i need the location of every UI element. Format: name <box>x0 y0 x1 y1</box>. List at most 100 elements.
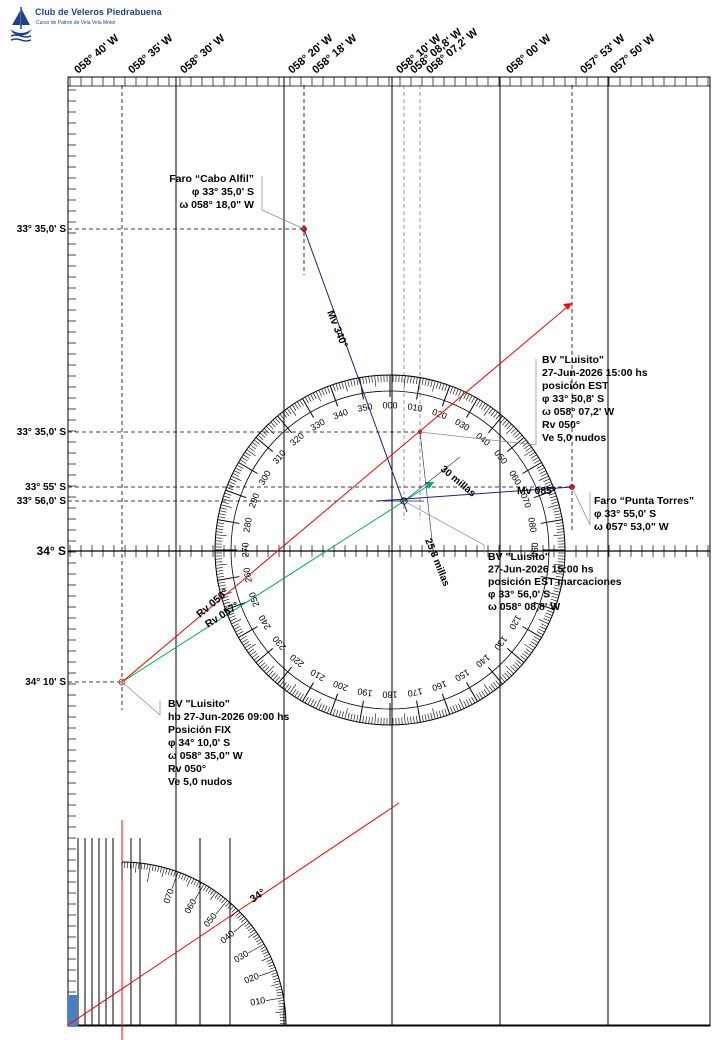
rose-label-260: 260 <box>241 567 253 584</box>
leader-fix <box>121 681 161 716</box>
rose-label-270: 270 <box>240 542 250 557</box>
rose-label-080: 080 <box>526 517 538 534</box>
longitude-label-2: 058° 30' W <box>178 32 228 76</box>
course-name: Curso de Patron de Vela Vela Motor <box>36 20 116 26</box>
protractor-rose: 0000100200300400500600700800901301201401… <box>214 374 566 726</box>
leader-cabo <box>261 176 305 230</box>
est-marcaciones-line-0: BV "Luisito" <box>488 551 550 563</box>
lower-rose-label-040: 040 <box>218 928 236 945</box>
distance-line-258 <box>419 431 433 541</box>
cabo-alfil-line-1: φ 33° 35,0' S <box>192 186 254 198</box>
rose-label-300: 300 <box>257 469 273 487</box>
latitude-label-3: 33° 56,0' S <box>17 496 67 507</box>
label-30-millas: 30 millas <box>438 464 478 500</box>
dashed-references <box>68 85 573 710</box>
rose-label-350: 350 <box>357 401 374 413</box>
fix-position-line-3: φ 34° 10,0' S <box>168 737 230 749</box>
rose-label-340: 340 <box>332 407 350 422</box>
latitude-label-2: 33° 55' S <box>25 482 66 493</box>
fix-position-line-4: ω 058° 35,0" W <box>168 750 243 762</box>
est-position-line-4: ω 058° 07,2' W <box>542 406 614 418</box>
rose-label-120: 120 <box>507 613 523 631</box>
rose-label-060: 060 <box>507 469 523 487</box>
current-line-rv057 <box>121 481 435 683</box>
current-arrow <box>425 482 434 489</box>
cabo-alfil-line-2: ω 058° 18,0" W <box>179 199 254 211</box>
latitude-label-1: 33° 35,0' S <box>17 427 67 438</box>
rose-label-330: 330 <box>309 417 327 433</box>
fix-marker <box>118 678 126 686</box>
label-258-millas: 25,8 millas <box>422 537 451 588</box>
rose-label-140: 140 <box>474 652 492 669</box>
longitude-label-8: 058° 00' W <box>504 32 554 76</box>
latitude-label-0: 33° 35,0' S <box>17 224 67 235</box>
est-marcaciones-line-1: 27-Jun-2026 15:00 hs <box>488 564 594 576</box>
distance-line-30 <box>403 456 461 502</box>
punta-torres-line-0: Faro “Punta Torres” <box>594 495 694 507</box>
rose-label-190: 190 <box>357 686 374 698</box>
rose-label-320: 320 <box>288 431 306 448</box>
est-marcaciones-line-4: ω 058° 08,8' W <box>488 601 560 613</box>
lower-rose-label-060: 060 <box>182 897 198 915</box>
label-mv340: Mv 340° <box>324 309 350 350</box>
rose-label-130: 130 <box>492 634 509 652</box>
top-tick-band <box>68 77 710 87</box>
rose-label-280: 280 <box>241 517 253 534</box>
rose-label-070: 070 <box>519 492 534 510</box>
est-position-line-0: BV "Luisito" <box>542 354 604 366</box>
punta-torres-line-2: ω 057° 53,0" W <box>594 521 669 533</box>
heading-line-rv050 <box>121 302 573 683</box>
label-mv085: Mv 085° <box>517 485 556 497</box>
est-marcaciones-line-3: φ 33° 56,0' S <box>488 589 550 601</box>
leader-punta <box>571 486 591 526</box>
fix-position-line-0: BV "Luisito" <box>168 698 230 710</box>
rose-label-030: 030 <box>453 417 471 433</box>
leader-marcaciones <box>403 500 485 553</box>
est-position-line-3: φ 33° 50,8' S <box>542 393 604 405</box>
longitude-label-1: 058° 35' W <box>126 32 176 76</box>
lower-red-line <box>67 802 400 1026</box>
bearing-line-mv085 <box>376 486 573 502</box>
leader-lines <box>121 176 591 716</box>
fix-position-line-1: hb 27-Jun-2026 09:00 hs <box>168 711 290 723</box>
rose-label-230: 230 <box>271 634 288 652</box>
rose-label-310: 310 <box>271 448 288 466</box>
lower-rose-label-020: 020 <box>243 971 261 986</box>
latitude-label-5: 34° 10' S <box>25 677 66 688</box>
longitude-label-0: 058° 40' W <box>72 32 122 76</box>
lower-rose-label-070: 070 <box>161 887 176 905</box>
rose-label-170: 170 <box>407 686 424 698</box>
fix-position-line-5: Rv 050° <box>168 763 206 775</box>
lower-rose-label-030: 030 <box>232 948 250 964</box>
rose-label-050: 050 <box>492 448 509 466</box>
rose-label-000: 000 <box>382 400 397 410</box>
club-name: Club de Veleros Piedrabuena <box>35 7 162 17</box>
rose-label-180: 180 <box>382 690 397 700</box>
lower-scale-lines <box>68 838 710 1026</box>
est-position-line-6: Ve 5,0 nudos <box>542 432 606 444</box>
est-position-line-2: posición EST <box>542 380 609 392</box>
fix-position-line-2: Posición FIX <box>168 724 231 736</box>
est-marcaciones-marker <box>400 497 408 505</box>
club-logo <box>8 5 34 45</box>
heading-arrow <box>563 303 572 310</box>
punta-torres-line-1: φ 33° 55,0' S <box>594 508 656 520</box>
annotations: Faro “Cabo Alfil”φ 33° 35,0' Sω 058° 18,… <box>168 173 694 788</box>
leader-est <box>419 359 537 446</box>
rose-label-220: 220 <box>288 652 306 669</box>
rose-label-290: 290 <box>247 492 262 510</box>
latitude-labels: 33° 35,0' S 33° 35,0' S 33° 55' S 33° 56,0'… <box>17 224 67 688</box>
rose-label-250: 250 <box>247 591 262 609</box>
rose-label-240: 240 <box>257 613 273 631</box>
est-position-line-5: Rv 050° <box>542 419 580 431</box>
est-marcaciones-line-2: posición EST marcaciones <box>488 576 622 588</box>
rose-label-160: 160 <box>431 679 449 694</box>
est-position-line-1: 27-Jun-2026 15:00 hs <box>542 367 648 379</box>
cabo-alfil-line-0: Faro “Cabo Alfil” <box>169 173 254 185</box>
rose-label-150: 150 <box>453 667 471 683</box>
rose-label-010: 010 <box>407 401 424 413</box>
bearing-line-mv340 <box>303 228 408 513</box>
